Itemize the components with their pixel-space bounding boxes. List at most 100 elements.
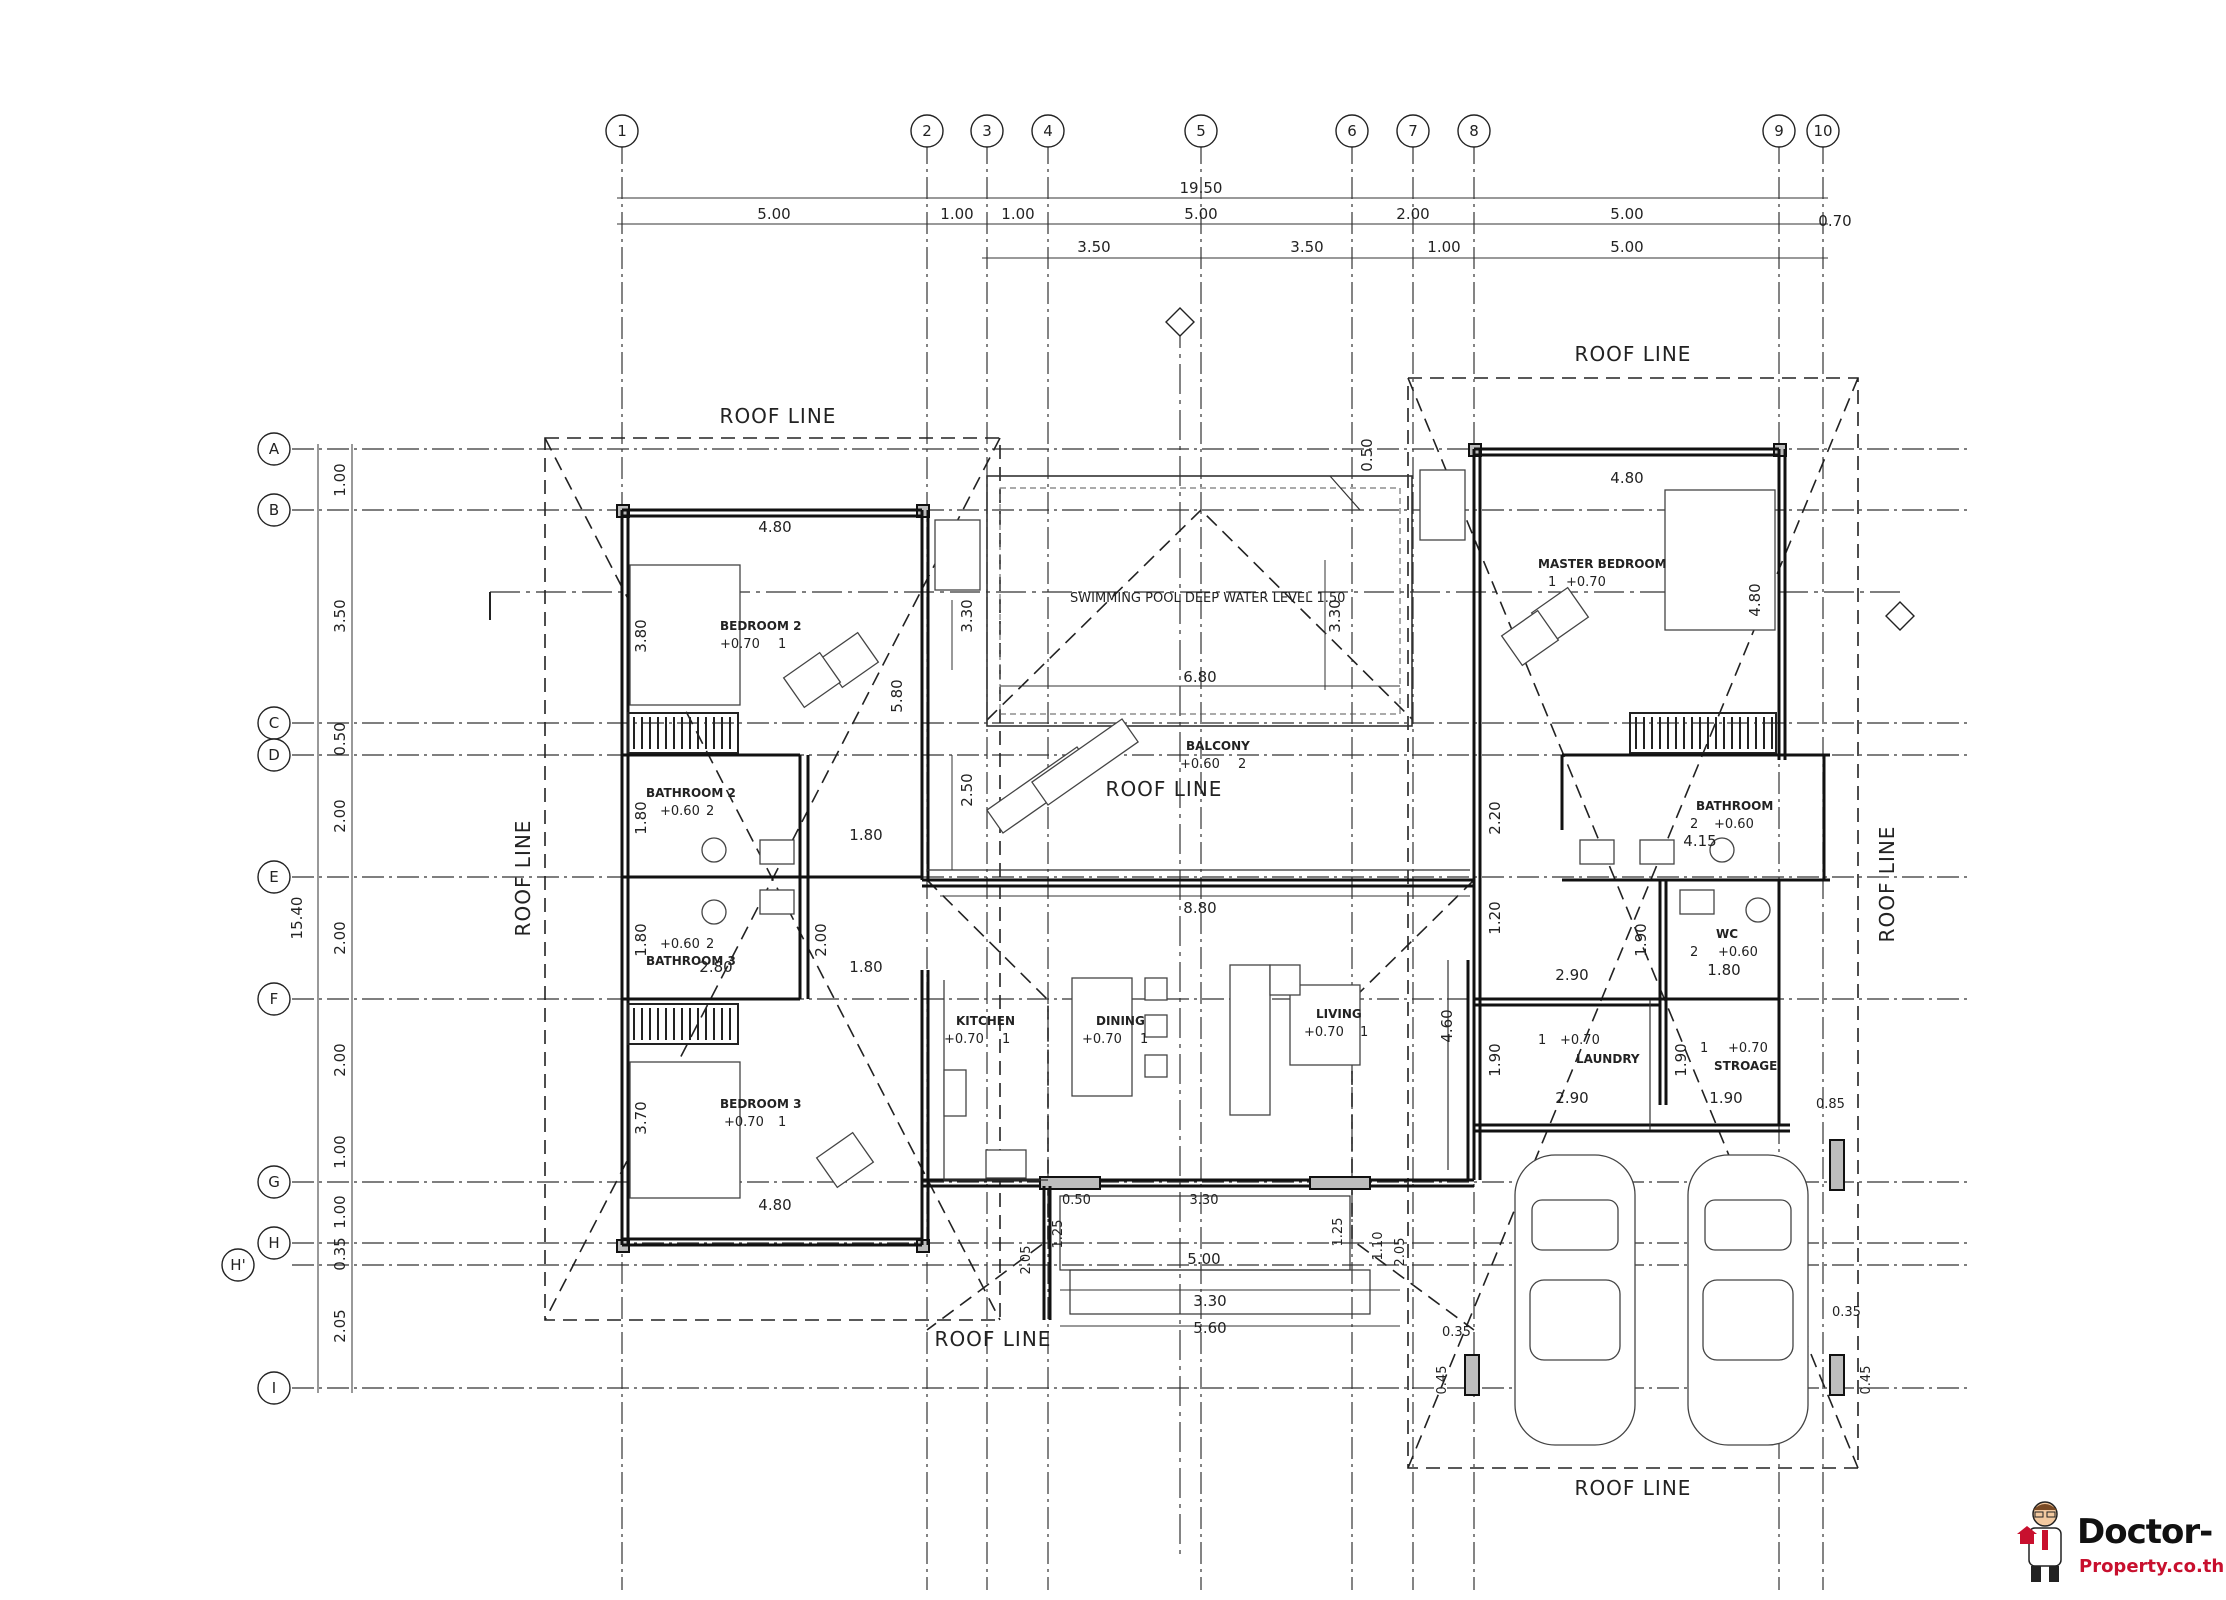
dining-level: +0.70 — [1082, 1032, 1122, 1047]
svg-text:2.05: 2.05 — [1019, 1246, 1034, 1275]
bathroom-tag: 2 — [1690, 817, 1698, 832]
pool-area — [922, 469, 1474, 897]
closet-hatching-right — [1635, 717, 1773, 749]
dim-top-5: 2.00 — [1396, 205, 1429, 223]
svg-text:5.80: 5.80 — [888, 679, 906, 712]
bathroom2-name: BATHROOM 2 — [646, 786, 736, 800]
svg-text:6.80: 6.80 — [1183, 668, 1216, 686]
grid-bubble-3: 3 — [970, 114, 1004, 148]
central-walls — [920, 960, 1474, 1320]
svg-text:3.30: 3.30 — [958, 599, 976, 632]
dim-top2-1: 3.50 — [1077, 238, 1110, 256]
laundry-level: +0.70 — [1560, 1033, 1600, 1048]
bedroom3-name: BEDROOM 3 — [720, 1097, 801, 1111]
dim-top2-4: 5.00 — [1610, 238, 1643, 256]
svg-text:4.80: 4.80 — [1746, 583, 1764, 616]
right-wing-walls — [1468, 443, 1830, 1180]
dim-top-6: 5.00 — [1610, 205, 1643, 223]
roof-line-label-bottom-right: ROOF LINE — [1575, 1476, 1692, 1500]
room-labels: BEDROOM 2 +0.70 1 BATHROOM 2 +0.60 2 +0.… — [646, 557, 1777, 1130]
svg-text:0.85: 0.85 — [1816, 1097, 1845, 1112]
svg-text:2.00: 2.00 — [812, 923, 830, 956]
wc-tag: 2 — [1690, 945, 1698, 960]
dim-left-3: 0.50 — [331, 722, 349, 755]
chair-bed3 — [815, 1131, 875, 1189]
section-marker-top — [1165, 307, 1195, 337]
bathroom2-level: +0.60 — [660, 804, 700, 819]
svg-text:1.90: 1.90 — [1486, 1043, 1504, 1076]
svg-text:0.50: 0.50 — [1358, 438, 1376, 471]
svg-text:8: 8 — [1469, 122, 1479, 140]
bedroom2-level: +0.70 — [720, 637, 760, 652]
grid-bubble-F: F — [257, 982, 291, 1016]
svg-text:E: E — [269, 868, 278, 886]
svg-text:4.15: 4.15 — [1683, 832, 1716, 850]
doctor-property-logo: Doctor- Property.co.th — [2015, 1498, 2224, 1594]
bedroom3-level: +0.70 — [724, 1115, 764, 1130]
left-wing-walls — [616, 504, 930, 1253]
living-name: LIVING — [1316, 1007, 1362, 1021]
grid-lines — [292, 142, 1970, 1590]
svg-text:1.80: 1.80 — [1707, 961, 1740, 979]
bed-2 — [629, 564, 741, 706]
svg-text:3.30: 3.30 — [1326, 599, 1344, 632]
room-dimension-labels: 4.80 3.80 5.80 1.80 1.80 1.80 2.80 2.00 … — [632, 438, 1874, 1394]
row-grid-bubbles: A B C D E F G H H' I — [221, 432, 291, 1405]
grid-bubble-D: D — [257, 738, 291, 772]
svg-text:4.80: 4.80 — [1610, 469, 1643, 487]
master-level: +0.70 — [1566, 575, 1606, 590]
garage-cars — [1464, 1139, 1845, 1446]
dim-left-6: 2.00 — [331, 1043, 349, 1076]
logo-line-2: Property.co.th — [2079, 1556, 2225, 1577]
left-overall-dim: 15.40 — [288, 897, 306, 940]
dim-top-4: 5.00 — [1184, 205, 1217, 223]
dining-tag: 1 — [1140, 1032, 1148, 1047]
roof-line-label-bottom-left: ROOF LINE — [935, 1327, 1052, 1351]
grid-bubble-5: 5 — [1184, 114, 1218, 148]
grid-bubble-C: C — [257, 706, 291, 740]
svg-text:0.50: 0.50 — [1062, 1193, 1091, 1208]
master-bed — [1664, 489, 1776, 631]
living-level: +0.70 — [1304, 1025, 1344, 1040]
grid-bubble-G: G — [257, 1165, 291, 1199]
svg-text:1.80: 1.80 — [849, 826, 882, 844]
svg-text:C: C — [269, 714, 279, 732]
roof-line-label-center: ROOF LINE — [1106, 777, 1223, 801]
svg-text:2.05: 2.05 — [1393, 1238, 1408, 1267]
grid-bubble-1: 1 — [605, 114, 639, 148]
svg-text:G: G — [268, 1173, 280, 1191]
svg-text:1.25: 1.25 — [1051, 1220, 1066, 1249]
bathroom-name: BATHROOM — [1696, 799, 1773, 813]
svg-text:1.80: 1.80 — [849, 958, 882, 976]
grid-bubble-6: 6 — [1335, 114, 1369, 148]
dim-left-1: 1.00 — [331, 463, 349, 496]
svg-text:2.20: 2.20 — [1486, 801, 1504, 834]
kitchen-tag: 1 — [1002, 1032, 1010, 1047]
svg-text:4.60: 4.60 — [1438, 1009, 1456, 1042]
svg-text:4: 4 — [1043, 122, 1053, 140]
svg-text:1.90: 1.90 — [1709, 1089, 1742, 1107]
svg-text:1.90: 1.90 — [1672, 1043, 1690, 1076]
balcony-tag: 2 — [1238, 757, 1246, 772]
dim-top-offset: 0.70 — [1818, 212, 1851, 230]
overall-width-dim: 19.50 — [1180, 179, 1223, 197]
laundry-tag: 1 — [1538, 1033, 1546, 1048]
svg-text:3.30: 3.30 — [1193, 1292, 1226, 1310]
svg-text:1.80: 1.80 — [632, 923, 650, 956]
bedroom-furniture — [629, 489, 1776, 1199]
bathroom3-tag: 2 — [706, 937, 714, 952]
dining-name: DINING — [1096, 1014, 1145, 1028]
bathroom-level: +0.60 — [1714, 817, 1754, 832]
svg-text:2.90: 2.90 — [1555, 966, 1588, 984]
mascot-icon — [2017, 1501, 2062, 1582]
top-dimensions: 19.50 5.00 1.00 1.00 5.00 2.00 5.00 0.70… — [617, 179, 1852, 259]
master-tag: 1 — [1548, 575, 1556, 590]
bedroom2-tag: 1 — [778, 637, 786, 652]
wc-level: +0.60 — [1718, 945, 1758, 960]
svg-text:D: D — [268, 746, 280, 764]
svg-text:0.35: 0.35 — [1442, 1325, 1471, 1340]
svg-text:I: I — [272, 1379, 276, 1397]
dim-left-4: 2.00 — [331, 799, 349, 832]
svg-text:0.35: 0.35 — [1832, 1305, 1861, 1320]
roof-line-label-right: ROOF LINE — [1875, 826, 1899, 943]
